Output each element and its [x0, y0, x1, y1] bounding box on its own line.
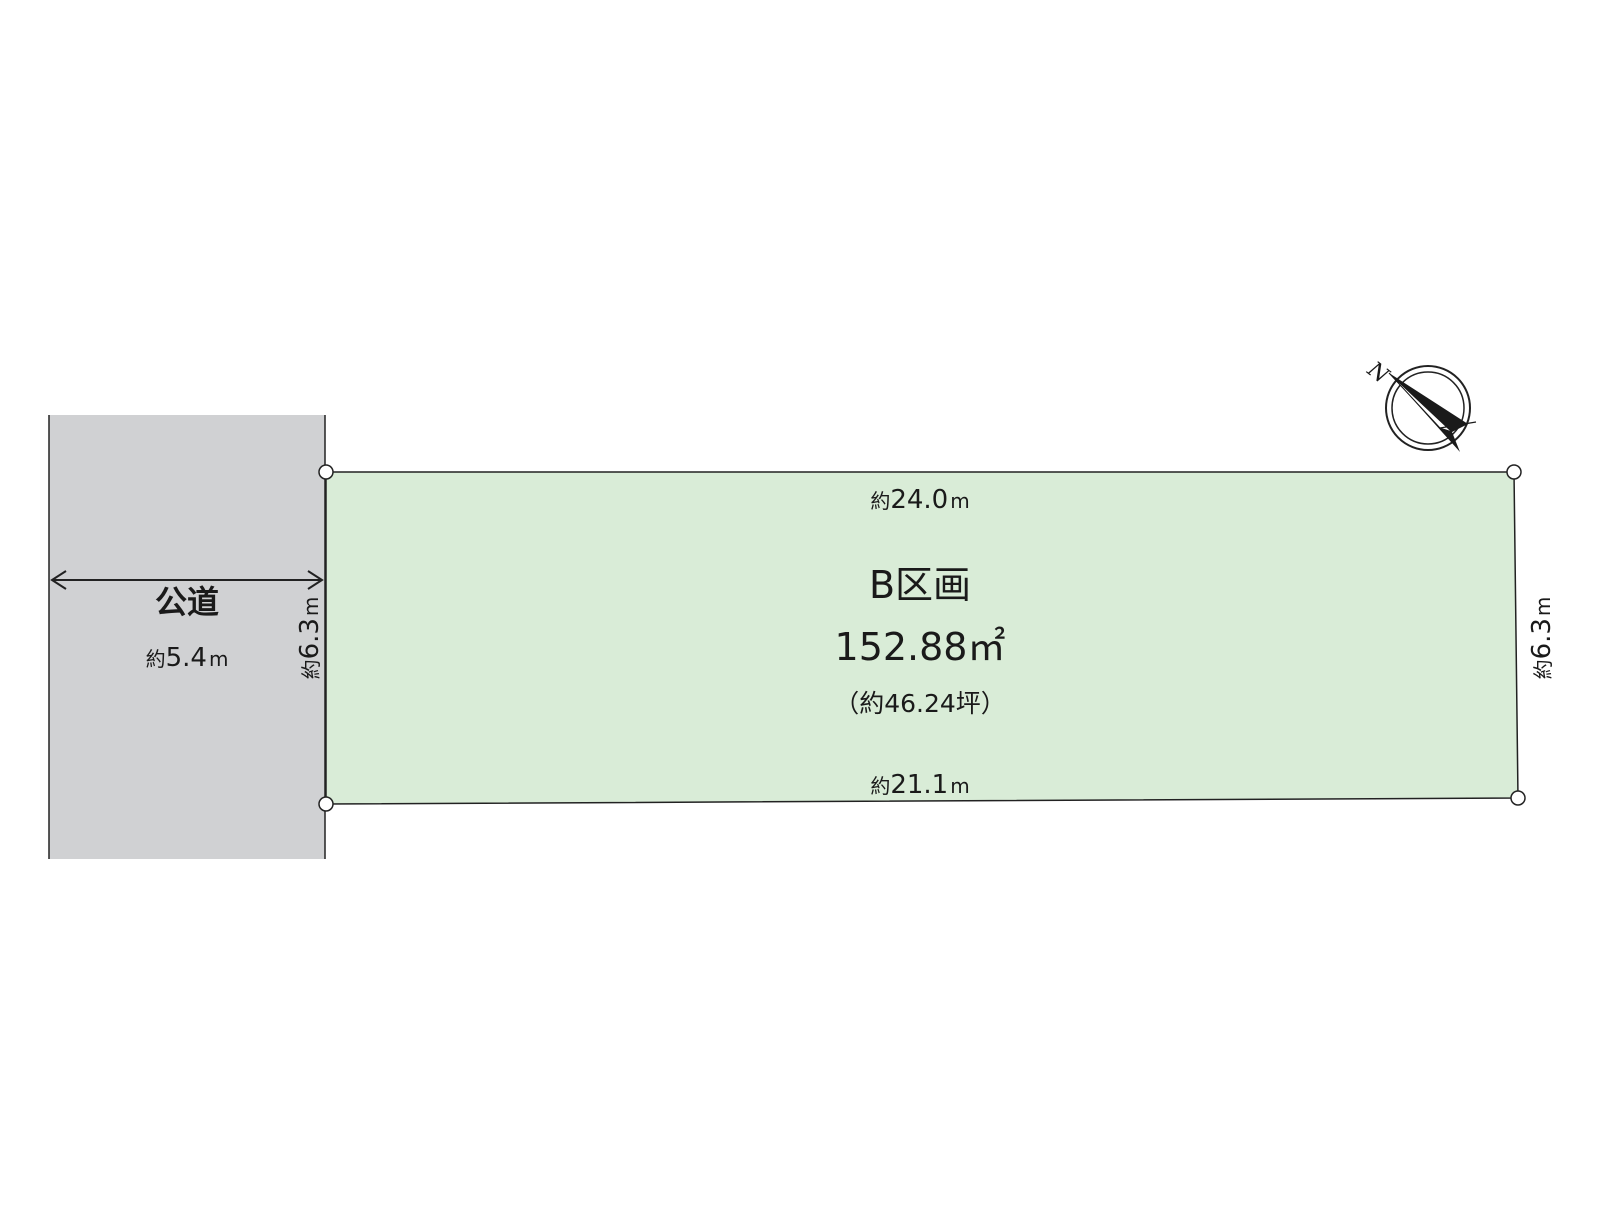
lot-right-dimension: 約6.3m	[1527, 597, 1557, 680]
lot-left-dimension: 約6.3m	[295, 597, 325, 680]
corner-marker-bottom-left	[318, 796, 334, 812]
north-label: N	[1362, 357, 1394, 390]
corner-marker-top-left	[318, 464, 334, 480]
lot-area-sqm: 152.88㎡	[835, 625, 1006, 669]
road-name: 公道	[155, 583, 219, 621]
lot-name: B区画	[869, 563, 971, 607]
corner-marker-top-right	[1506, 464, 1522, 480]
lot-area-tsubo: （約46.24坪）	[834, 689, 1006, 718]
road-width-arrow	[50, 570, 324, 590]
public-road-area	[49, 415, 325, 859]
corner-marker-bottom-right	[1510, 790, 1526, 806]
north-arrow-icon: N	[1362, 357, 1477, 452]
